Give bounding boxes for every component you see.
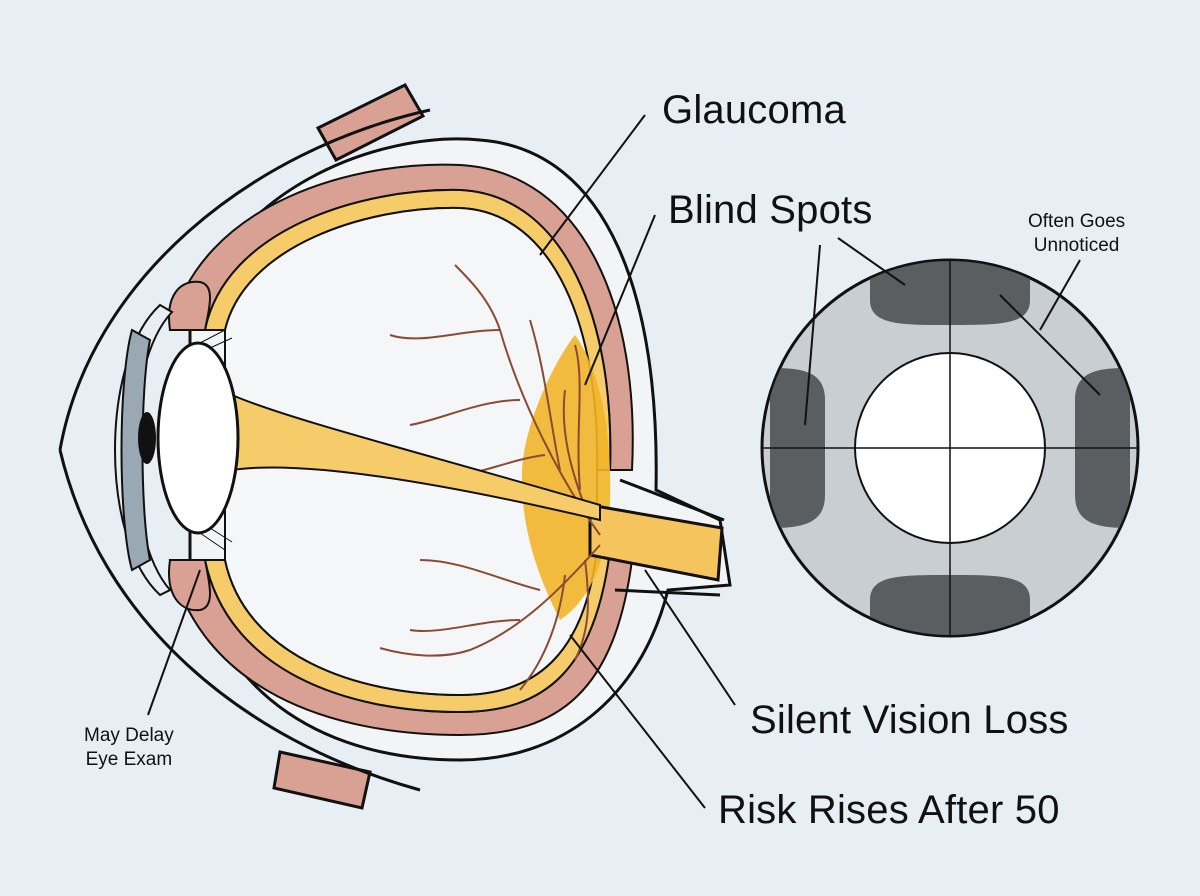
leader-lines bbox=[147, 114, 1101, 809]
label-may-delay-eye-exam-line1: May Delay bbox=[84, 725, 174, 746]
visual-field-chart-illustration bbox=[760, 258, 1140, 638]
label-may-delay-eye-exam-line2: Eye Exam bbox=[85, 749, 173, 770]
leader-blind-spots bbox=[584, 214, 656, 386]
lower-eyelid-muscle bbox=[272, 750, 372, 810]
leader-risk-rises bbox=[569, 634, 706, 809]
eye-cross-section-illustration bbox=[58, 83, 732, 810]
label-silent-vision-loss: Silent Vision Loss bbox=[750, 698, 1069, 742]
damage-zone bbox=[521, 335, 611, 620]
label-glaucoma: Glaucoma bbox=[662, 88, 846, 132]
label-may-delay-eye-exam: May Delay Eye Exam bbox=[84, 724, 174, 772]
zonular-fibers bbox=[199, 329, 233, 551]
leader-silent-vision-loss bbox=[644, 569, 736, 706]
label-risk-rises-after-50: Risk Rises After 50 bbox=[718, 788, 1060, 832]
upper-eyelid-outline bbox=[58, 108, 431, 451]
optic-nerve-sheath-lower bbox=[614, 588, 721, 597]
leader-may-delay bbox=[147, 569, 201, 716]
leader-often-unnoticed-field bbox=[999, 294, 1101, 396]
optic-nerve bbox=[588, 503, 724, 582]
leader-often-unnoticed bbox=[1039, 259, 1081, 331]
label-often-goes-unnoticed: Often Goes Unnoticed bbox=[1028, 210, 1125, 258]
optic-nerve-sheath-upper bbox=[619, 478, 725, 522]
lens bbox=[156, 341, 240, 535]
leader-blind-spots-field-left bbox=[804, 244, 821, 426]
lower-eyelid-outline bbox=[58, 449, 421, 792]
retinal-vessels bbox=[379, 264, 601, 691]
hyaloid-canal bbox=[231, 393, 601, 522]
ciliary-body-upper bbox=[168, 280, 211, 331]
leader-glaucoma bbox=[539, 114, 646, 256]
iris bbox=[120, 328, 152, 572]
upper-eyelid-muscle bbox=[315, 83, 426, 162]
leader-blind-spots-field-top bbox=[837, 237, 906, 286]
label-often-goes-unnoticed-line2: Unnoticed bbox=[1033, 235, 1120, 256]
pupil bbox=[138, 412, 156, 464]
label-blind-spots: Blind Spots bbox=[668, 188, 873, 232]
ciliary-body-lower bbox=[168, 559, 211, 612]
label-often-goes-unnoticed-line1: Often Goes bbox=[1028, 211, 1126, 232]
